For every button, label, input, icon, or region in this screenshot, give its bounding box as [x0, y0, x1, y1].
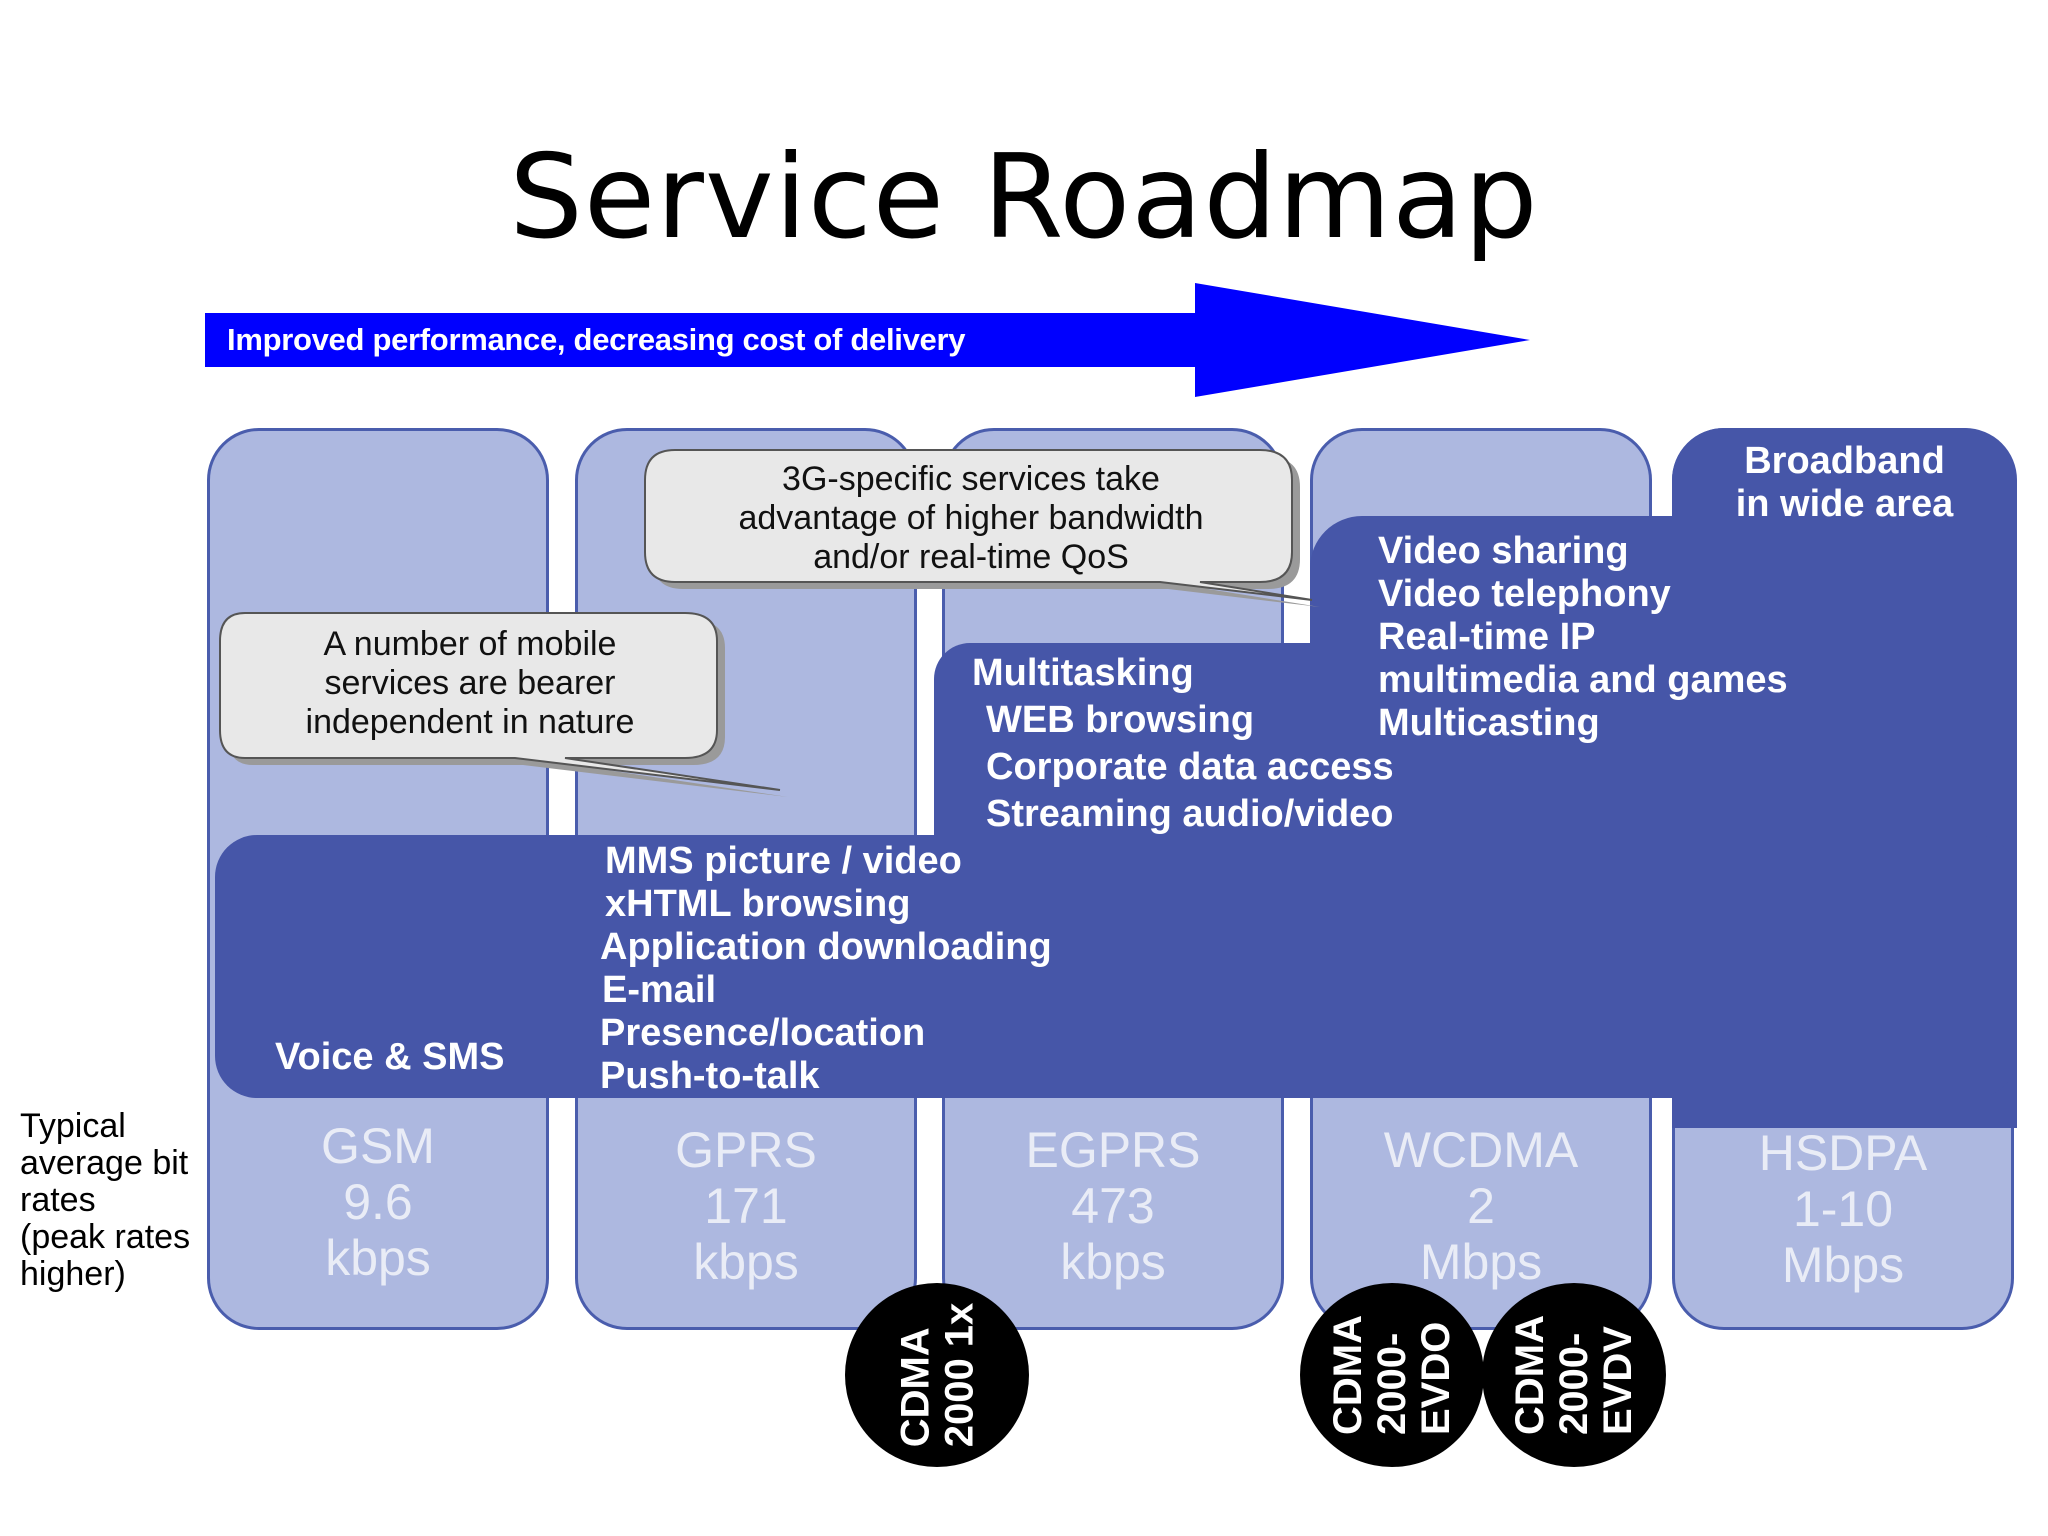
- wcdma-services: Video sharing Video telephony Real-time …: [1378, 530, 1788, 745]
- tech-name: EGPRS: [1025, 1122, 1201, 1178]
- callout-line: services are bearer: [324, 664, 616, 702]
- column-label-wcdma: WCDMA 2 Mbps: [1310, 1122, 1652, 1290]
- service-item: Push-to-talk: [600, 1055, 820, 1097]
- badge-line: 2000-: [1551, 1332, 1596, 1435]
- voice-sms-label: Voice & SMS: [275, 1036, 505, 1078]
- service-item: Corporate data access: [986, 746, 1394, 788]
- cdma-2000-evdv-badge: [1482, 1283, 1666, 1467]
- egprs-services: Multitasking WEB browsing Corporate data…: [972, 650, 1394, 838]
- base-services: MMS picture / video xHTML browsing Appli…: [600, 840, 1052, 1098]
- tech-name: GPRS: [675, 1122, 817, 1178]
- cdma-2000-evdo-badge: [1300, 1283, 1484, 1467]
- column-label-gsm: GSM 9.6 kbps: [207, 1118, 549, 1286]
- tech-rate: 473: [1071, 1178, 1155, 1234]
- callout-line: 3G-specific services take: [782, 460, 1160, 498]
- tech-unit: kbps: [693, 1234, 799, 1290]
- service-item: Multicasting: [1378, 702, 1600, 744]
- callout-bearer-shape: [219, 612, 788, 797]
- tech-rate: 2: [1467, 1178, 1495, 1234]
- service-item: Video telephony: [1378, 573, 1671, 615]
- callout-3g-text: 3G-specific services take advantage of h…: [645, 460, 1297, 577]
- badge-line: EVDO: [1413, 1321, 1458, 1435]
- service-item: MMS picture / video: [605, 840, 962, 882]
- cdma-2000-evdo-label-wrap: CDMA 2000- EVDO: [1300, 1283, 1484, 1467]
- page-title: Service Roadmap: [509, 130, 1539, 265]
- service-item: multimedia and games: [1378, 659, 1788, 701]
- service-item: WEB browsing: [986, 699, 1255, 741]
- service-item: Real-time IP: [1378, 616, 1596, 658]
- badge-line: 2000 1x: [937, 1302, 981, 1448]
- cdma-2000-evdv-label: CDMA 2000- EVDV: [1508, 1315, 1640, 1435]
- badge-line: 2000-: [1369, 1332, 1414, 1435]
- cdma-2000-1x-label: CDMA 2000 1x: [893, 1303, 981, 1448]
- side-label-line: average bit: [20, 1144, 189, 1182]
- callout-line: A number of mobile: [323, 625, 617, 663]
- callout-line: advantage of higher bandwidth: [738, 499, 1204, 537]
- column-label-gprs: GPRS 171 kbps: [575, 1122, 917, 1290]
- cdma-2000-1x-label-wrap: CDMA 2000 1x: [845, 1283, 1029, 1467]
- service-item: xHTML browsing: [605, 883, 911, 925]
- side-label-line: higher): [20, 1255, 126, 1293]
- tech-name: HSDPA: [1758, 1125, 1928, 1181]
- tech-unit: kbps: [325, 1230, 431, 1286]
- service-item: Streaming audio/video: [986, 793, 1394, 835]
- side-label-line: (peak rates: [20, 1218, 191, 1256]
- callout-line: and/or real-time QoS: [813, 538, 1129, 576]
- arrow-shape: [205, 283, 1530, 397]
- badge-line: CDMA: [1507, 1315, 1552, 1435]
- service-item: in wide area: [1735, 483, 1954, 525]
- column-label-egprs: EGPRS 473 kbps: [942, 1122, 1284, 1290]
- side-label-line: rates: [20, 1181, 96, 1219]
- callout-line: independent in nature: [305, 703, 635, 741]
- cdma-2000-1x-badge: [845, 1283, 1029, 1467]
- tech-name: WCDMA: [1383, 1122, 1579, 1178]
- arrow-label: Improved performance, decreasing cost of…: [227, 322, 966, 357]
- tech-rate: 1-10: [1792, 1181, 1894, 1237]
- service-item: Presence/location: [600, 1012, 926, 1054]
- column-label-hsdpa: HSDPA 1-10 Mbps: [1672, 1125, 2014, 1293]
- tech-name: GSM: [321, 1118, 435, 1174]
- hsdpa-services: Broadband in wide area: [1672, 440, 2017, 526]
- tech-unit: Mbps: [1781, 1237, 1905, 1293]
- bit-rate-side-label: Typical average bit rates (peak rates hi…: [20, 1108, 190, 1293]
- service-item: Multitasking: [972, 652, 1194, 694]
- service-item: Broadband: [1744, 440, 1945, 482]
- progress-arrow: [205, 283, 1530, 397]
- cdma-2000-evdv-label-wrap: CDMA 2000- EVDV: [1482, 1283, 1666, 1467]
- callout-3g-shape: [644, 449, 1320, 607]
- band-base: [215, 835, 2017, 1098]
- badge-line: EVDV: [1595, 1326, 1640, 1435]
- tech-rate: 171: [704, 1178, 788, 1234]
- cdma-2000-evdo-label: CDMA 2000- EVDO: [1326, 1315, 1458, 1435]
- tech-rate: 9.6: [343, 1174, 413, 1230]
- service-item: E-mail: [602, 969, 717, 1011]
- side-label-line: Typical: [20, 1107, 126, 1145]
- badge-line: CDMA: [893, 1327, 937, 1448]
- callout-bearer-text: A number of mobile services are bearer i…: [220, 625, 720, 742]
- badge-line: CDMA: [1325, 1315, 1370, 1435]
- tech-unit: kbps: [1060, 1234, 1166, 1290]
- service-item: Video sharing: [1378, 530, 1629, 572]
- tech-unit: Mbps: [1419, 1234, 1543, 1290]
- service-item: Application downloading: [600, 926, 1052, 968]
